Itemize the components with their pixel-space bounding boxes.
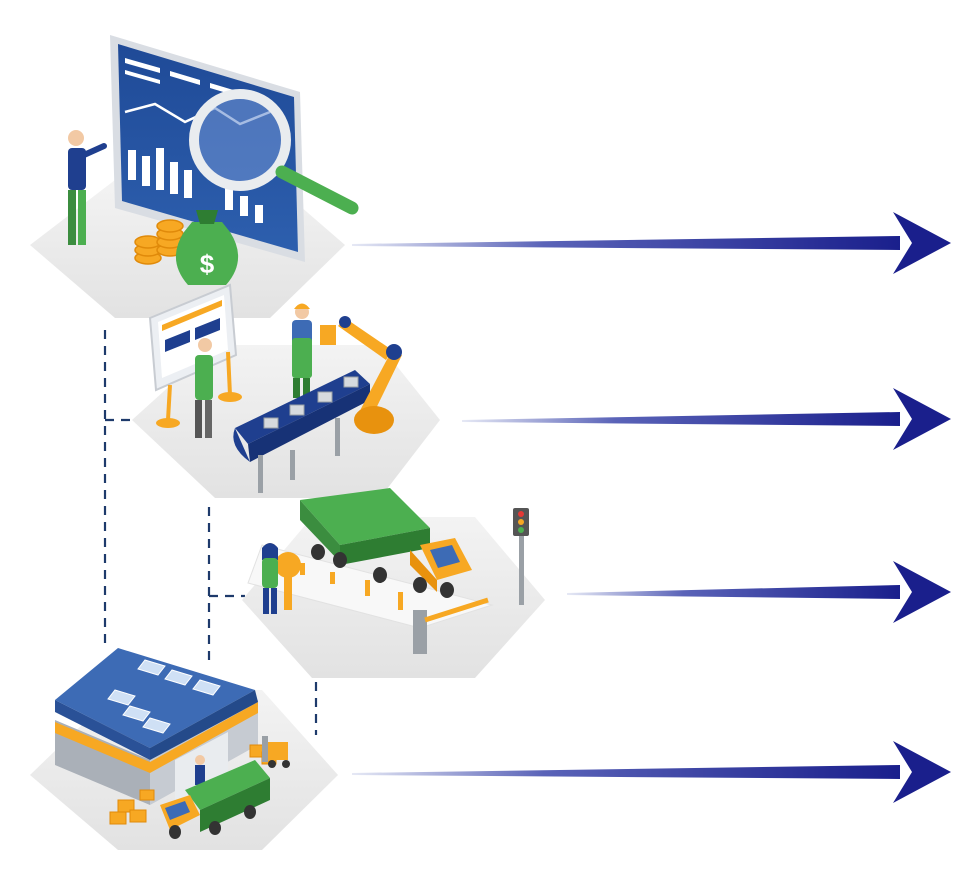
- dashed-connectors: [103, 330, 318, 735]
- analytics-dashboard-icon: $: [68, 35, 359, 285]
- stage-manufacturing: [132, 283, 440, 498]
- flow-arrows: [352, 212, 951, 803]
- arrow-analytics: [352, 212, 951, 274]
- manufacturing-robot-icon: [148, 283, 402, 493]
- arrow-manufacturing: [462, 388, 951, 450]
- arrow-warehouse: [352, 741, 951, 803]
- stage-warehouse: [30, 648, 338, 850]
- currency-symbol: $: [200, 249, 215, 279]
- warehouse-icon: [55, 648, 290, 839]
- arrow-transport: [567, 561, 951, 623]
- stage-analytics: $: [30, 35, 359, 318]
- delivery-truck-icon: [247, 488, 529, 654]
- stage-transport: [242, 488, 545, 678]
